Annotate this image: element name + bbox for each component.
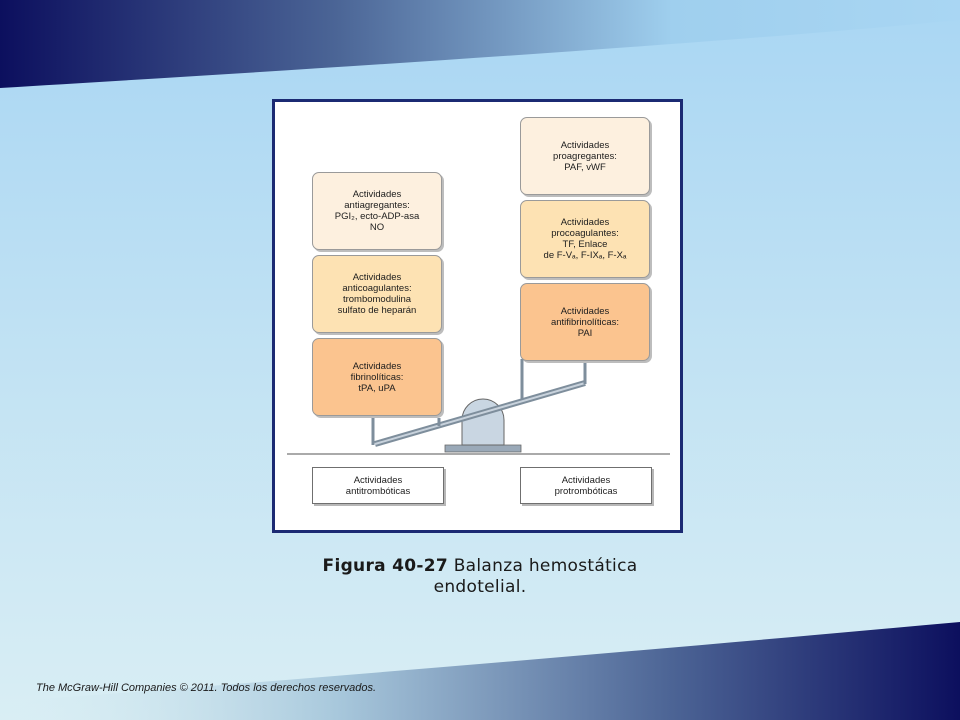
antifibrinolytic-box: Actividades antifibrinolíticas: PAI: [520, 283, 650, 361]
anticoagulant-box: Actividades anticoagulantes: trombomodul…: [312, 255, 442, 333]
fulcrum-base: [444, 444, 522, 453]
caption-label: Figura 40-27: [322, 556, 449, 576]
proaggregant-box: Actividades proagregantes: PAF, vWF: [520, 117, 650, 195]
figure-frame: Actividades antiagregantes: PGI₂, ecto-A…: [272, 99, 683, 533]
procoagulant-box: Actividades procoagulantes: TF, Enlace d…: [520, 200, 650, 278]
fibrinolytic-box: Actividades fibrinolíticas: tPA, uPA: [312, 338, 442, 416]
figure-caption: Figura 40-27 Balanza hemostática endotel…: [290, 556, 670, 598]
caption-text: Balanza hemostática endotelial.: [433, 556, 638, 597]
top-decorative-band: [0, 0, 960, 88]
antiaggregant-box: Actividades antiagregantes: PGI₂, ecto-A…: [312, 172, 442, 250]
balance-diagram: [287, 359, 670, 455]
antithrombotic-label: Actividades antitrombóticas: [312, 467, 444, 504]
bottom-decorative-band: [0, 622, 960, 720]
prothrombotic-label: Actividades protrombóticas: [520, 467, 652, 504]
copyright-footer: The McGraw-Hill Companies © 2011. Todos …: [36, 682, 377, 694]
